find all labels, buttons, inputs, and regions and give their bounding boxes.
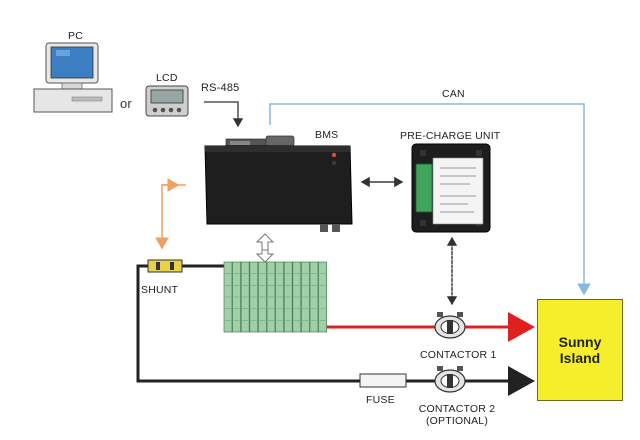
desktop-computer-icon xyxy=(33,42,113,113)
fuse-label: FUSE xyxy=(366,394,395,406)
contactor2-label-line1: CONTACTOR 2 xyxy=(418,403,496,415)
shunt-icon xyxy=(147,259,183,273)
sunny-island-box: Sunny Island xyxy=(537,299,623,401)
can-bus-line xyxy=(269,103,591,296)
bms-battery-link xyxy=(255,233,275,263)
contactor-icon xyxy=(434,312,466,339)
lcd-label: LCD xyxy=(156,72,178,84)
sunny-island-line2: Island xyxy=(559,350,601,366)
precharge-label: PRE-CHARGE UNIT xyxy=(400,130,501,142)
pc-label: PC xyxy=(68,30,83,42)
battery-pack-icon xyxy=(223,261,327,333)
sunny-island-line1: Sunny xyxy=(558,334,602,350)
or-label: or xyxy=(120,96,132,111)
shunt-signal-line xyxy=(155,184,186,250)
contactor2-label: CONTACTOR 2 (OPTIONAL) xyxy=(416,403,498,427)
rs485-label: RS-485 xyxy=(201,82,240,94)
rs485-connection xyxy=(204,101,244,128)
bms-label: BMS xyxy=(315,129,339,141)
contactor-icon xyxy=(434,366,466,393)
contactor1-label: CONTACTOR 1 xyxy=(420,349,497,361)
lcd-display-icon xyxy=(145,85,189,117)
negative-cable xyxy=(136,264,535,396)
precharge-unit-icon xyxy=(411,143,491,233)
fuse-icon xyxy=(359,373,407,388)
bms-unit-icon xyxy=(204,135,353,232)
shunt-label: SHUNT xyxy=(141,284,179,296)
can-label: CAN xyxy=(442,88,465,100)
contactor2-label-line2: (OPTIONAL) xyxy=(425,415,489,427)
